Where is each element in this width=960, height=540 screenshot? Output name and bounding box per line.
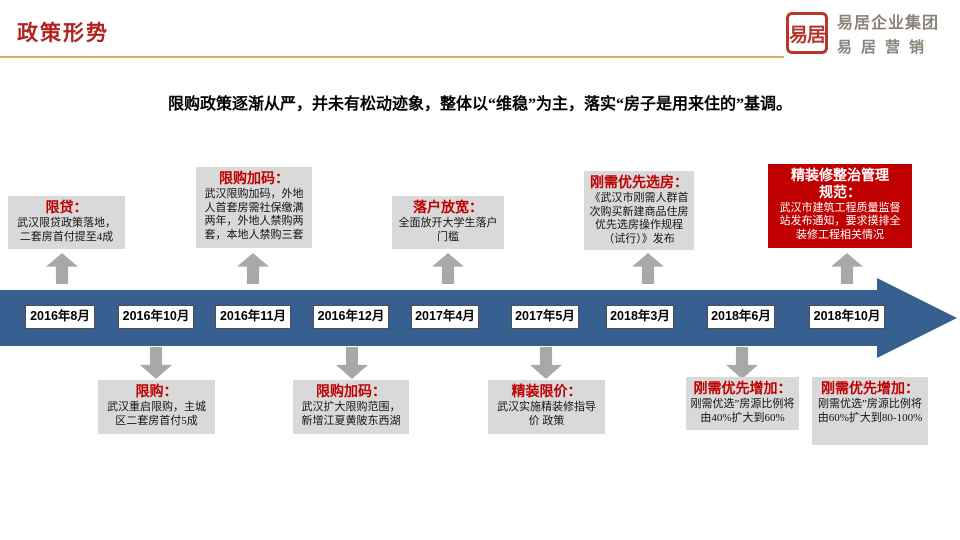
company-name: 易居企业集团 <box>837 15 940 32</box>
event-title: 限贷： <box>45 199 88 215</box>
down-arrow-icon <box>140 347 172 379</box>
date-label-2018-03: 2018年3月 <box>606 305 674 329</box>
event-body: 武汉扩大限购范围，新增江夏黄陂东西湖 <box>301 400 401 427</box>
company-logo: 易居 易居企业集团 易居营销 <box>786 9 939 57</box>
event-card-decoration-regulation: 精装修整治管理规范： 武汉市建筑工程质量监督站发布通知，要求摸排全装修工程相关情… <box>768 164 912 248</box>
date-label-2017-05: 2017年5月 <box>511 305 579 329</box>
up-arrow-icon <box>432 253 464 284</box>
slide-subtitle: 限购政策逐渐从严，并未有松动迹象，整体以“维稳”为主，落实“房子是用来住的”基调… <box>167 96 792 113</box>
date-label-2018-10: 2018年10月 <box>809 305 885 329</box>
event-title: 精装限价： <box>511 383 582 399</box>
event-card-decoration-price-cap: 精装限价： 武汉实施精装修指导价 政策 <box>488 380 605 434</box>
event-title: 精装修整治管理规范： <box>791 167 889 200</box>
company-subname: 易居营销 <box>837 39 934 56</box>
date-label-2016-10: 2016年10月 <box>118 305 194 329</box>
event-body: 武汉限贷政策落地，二套房首付提至4成 <box>17 216 116 243</box>
event-body: 刚需优选”房源比例将由40%扩大到60% <box>690 397 795 424</box>
event-body: 《武汉市刚需人群首次购买新建商品住房优先选房操作规程（试行）》发布 <box>589 191 689 246</box>
date-label-2016-12: 2016年12月 <box>313 305 389 329</box>
event-card-first-home-priority: 刚需优先选房： 《武汉市刚需人群首次购买新建商品住房优先选房操作规程（试行）》发… <box>584 171 694 250</box>
page-title: 政策形势 <box>17 21 109 45</box>
event-card-purchase-limit-expand: 限购加码： 武汉扩大限购范围，新增江夏黄陂东西湖 <box>293 380 409 434</box>
up-arrow-icon <box>831 253 863 284</box>
event-title: 限购加码： <box>316 383 386 399</box>
event-body: 武汉限购加码，外地人首套房需社保缴满两年，外地人禁购两套，本地人禁购三套 <box>204 187 304 242</box>
event-body: 武汉实施精装修指导价 政策 <box>497 400 596 427</box>
down-arrow-icon <box>726 347 758 379</box>
event-body: 全面放开大学生落户门槛 <box>398 216 498 243</box>
date-label-2017-04: 2017年4月 <box>411 305 479 329</box>
event-card-priority-increase-60: 刚需优先增加： 刚需优选”房源比例将由40%扩大到60% <box>686 377 799 430</box>
event-card-purchase-limit-upgrade: 限购加码： 武汉限购加码，外地人首套房需社保缴满两年，外地人禁购两套，本地人禁购… <box>196 167 312 248</box>
up-arrow-icon <box>237 253 269 284</box>
event-body: 武汉重启限购，主城区二套房首付5成 <box>107 400 206 427</box>
date-label-2016-08: 2016年8月 <box>25 305 95 329</box>
timeline-arrowhead-icon <box>877 278 957 358</box>
event-body: 刚需优选”房源比例将由60%扩大到80-100% <box>817 397 923 424</box>
event-card-purchase-limit: 限购： 武汉重启限购，主城区二套房首付5成 <box>98 380 215 434</box>
date-label-2016-11: 2016年11月 <box>215 305 291 329</box>
event-title: 落户放宽： <box>413 199 483 215</box>
event-card-priority-increase-100: 刚需优先增加： 刚需优选”房源比例将由60%扩大到80-100% <box>812 377 928 445</box>
down-arrow-icon <box>336 347 368 379</box>
date-label-2018-06: 2018年6月 <box>707 305 775 329</box>
event-body: 武汉市建筑工程质量监督站发布通知，要求摸排全装修工程相关情况 <box>779 201 901 242</box>
up-arrow-icon <box>46 253 78 284</box>
event-title: 刚需优先增加： <box>821 380 919 396</box>
up-arrow-icon <box>632 253 664 284</box>
header-divider <box>0 56 784 58</box>
down-arrow-icon <box>530 347 562 379</box>
event-title: 限购： <box>135 383 178 399</box>
event-title: 刚需优先选房： <box>590 174 688 190</box>
event-title: 刚需优先增加： <box>693 380 792 396</box>
event-card-hukou-relax: 落户放宽： 全面放开大学生落户门槛 <box>392 196 504 249</box>
event-card-credit-limit: 限贷： 武汉限贷政策落地，二套房首付提至4成 <box>8 196 125 249</box>
company-seal-icon: 易居 <box>786 12 828 54</box>
company-logo-text: 易居企业集团 易居营销 <box>837 9 939 57</box>
event-title: 限购加码： <box>219 170 289 186</box>
